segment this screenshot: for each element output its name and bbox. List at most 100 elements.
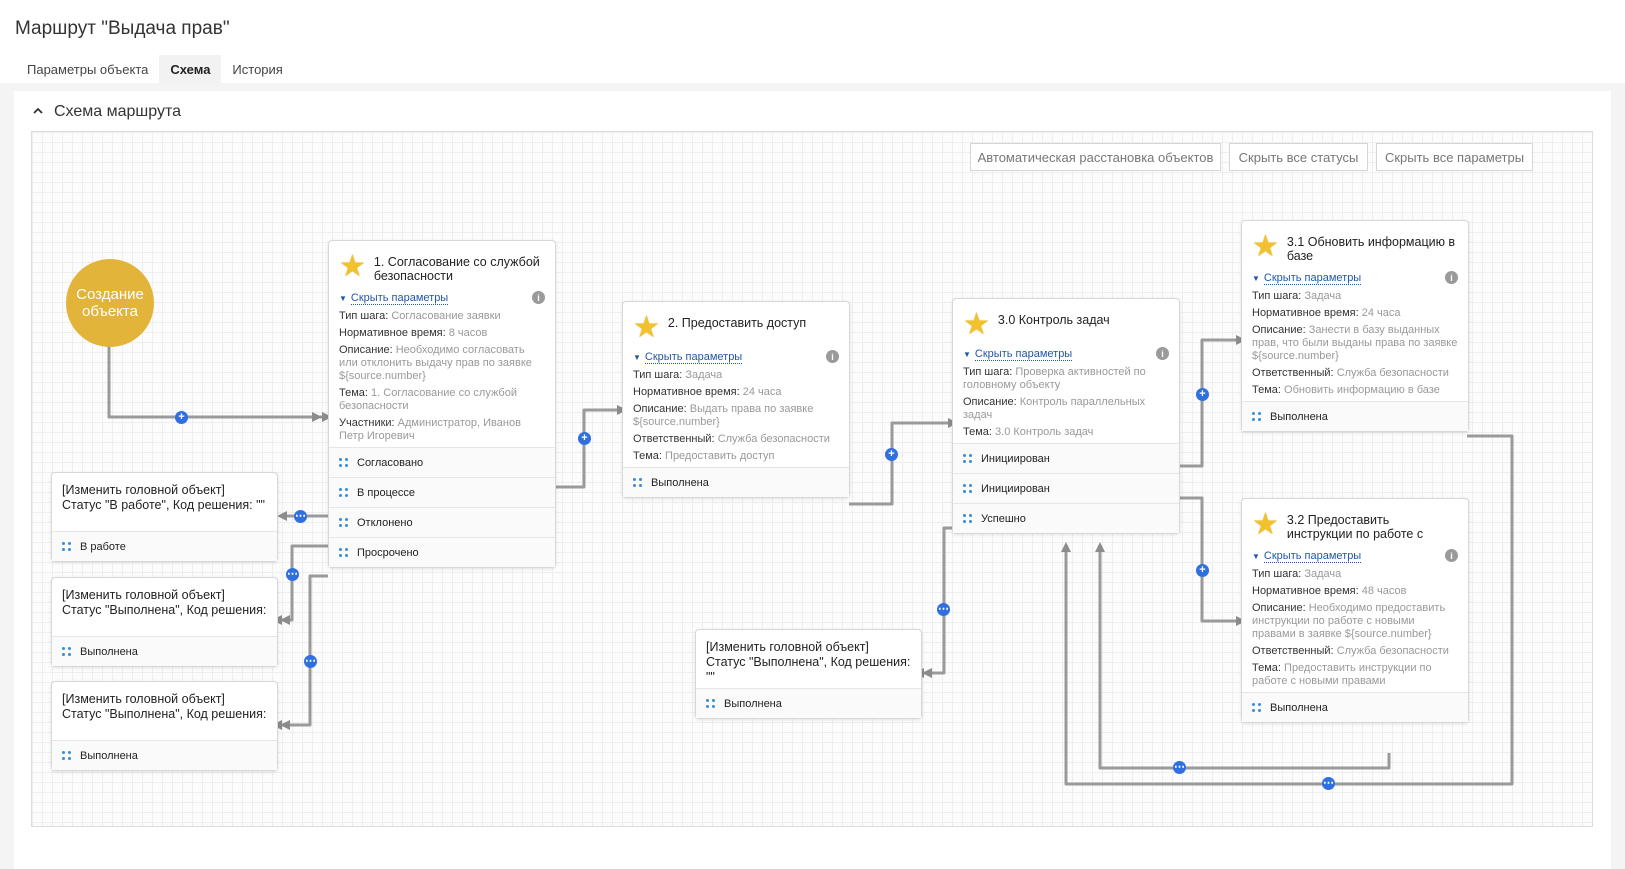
chevron-up-icon[interactable] [32, 105, 46, 120]
info-icon[interactable]: i [532, 291, 545, 304]
param-value: Задача [1304, 568, 1342, 580]
param-label: Тема: [963, 426, 992, 438]
hide-params-link[interactable]: Скрыть параметры [1263, 549, 1362, 563]
content-area: Схема маршрута Автоматическая расстановк… [0, 83, 1625, 869]
status-row[interactable]: Инициирован [953, 473, 1179, 503]
page-title: Маршрут "Выдача прав" [15, 18, 230, 39]
status-row[interactable]: Согласовано [329, 447, 555, 477]
param-label: Тип шага: [633, 369, 683, 381]
tab-history[interactable]: История [232, 62, 283, 77]
status-row[interactable]: Успешно [953, 503, 1179, 533]
status-row[interactable]: Выполнена [623, 467, 849, 497]
status-change-node[interactable]: [Изменить головной объект] Статус "В раб… [51, 472, 278, 562]
status-row[interactable]: Выполнена [696, 688, 921, 718]
hide-params-link[interactable]: Скрыть параметры [350, 291, 449, 305]
add-connection-icon[interactable]: + [885, 448, 898, 461]
caret-down-icon: ▼ [633, 352, 641, 362]
hide-params-link[interactable]: Скрыть параметры [974, 347, 1073, 361]
hide-statuses-button[interactable]: Скрыть все статусы [1229, 143, 1368, 171]
status-row[interactable]: Инициирован [953, 443, 1179, 473]
status-label: В процессе [357, 486, 415, 499]
caret-down-icon: ▼ [963, 349, 971, 359]
add-connection-icon[interactable]: + [1196, 564, 1209, 577]
caret-down-icon: ▼ [1252, 273, 1260, 283]
status-icon [339, 517, 349, 528]
status-icon [339, 487, 349, 498]
param-value: Проверка активностей по головному объект… [963, 366, 1146, 391]
param-label: Тема: [339, 387, 368, 399]
param-label: Ответственный: [1252, 367, 1334, 379]
step-node-3-0[interactable]: ★ 3.0 Контроль задач ▼Скрыть параметры i… [952, 298, 1180, 534]
info-icon[interactable]: i [826, 350, 839, 363]
status-label: Успешно [981, 512, 1026, 525]
param-value: Предоставить доступ [665, 450, 775, 462]
step-title: 3.1 Обновить информацию в базе [1286, 235, 1456, 263]
auto-layout-button[interactable]: Автоматическая расстановка объектов [970, 143, 1221, 171]
status-change-node[interactable]: [Изменить головной объект] Статус "Выпол… [695, 629, 922, 719]
status-label: Выполнена [1270, 701, 1328, 714]
route-canvas[interactable]: Автоматическая расстановка объектов Скры… [31, 131, 1593, 827]
status-change-node[interactable]: [Изменить головной объект] Статус "Выпол… [51, 681, 278, 771]
status-row[interactable]: Отклонено [329, 507, 555, 537]
hide-params-link[interactable]: Скрыть параметры [644, 350, 743, 364]
info-icon[interactable]: i [1445, 549, 1458, 562]
status-label: Выполнена [80, 749, 138, 762]
param-value: Служба безопасности [717, 433, 830, 445]
status-row[interactable]: Выполнена [1242, 401, 1468, 431]
tab-schema[interactable]: Схема [159, 55, 222, 83]
param-label: Тема: [633, 450, 662, 462]
star-icon: ★ [1252, 508, 1279, 541]
step-node-1[interactable]: ★ 1. Согласование со службой безопасност… [328, 240, 556, 568]
param-label: Описание: [1252, 602, 1306, 614]
step-title: 2. Предоставить доступ [667, 316, 807, 330]
param-label: Нормативное время: [1252, 307, 1359, 319]
param-value: Необходимо предоставить инструкции по ра… [1252, 602, 1446, 640]
status-label: В работе [80, 540, 126, 553]
schema-panel: Схема маршрута Автоматическая расстановк… [14, 91, 1611, 869]
status-icon [963, 513, 973, 524]
hide-params-link[interactable]: Скрыть параметры [1263, 271, 1362, 285]
status-icon [339, 457, 349, 468]
status-row[interactable]: Выполнена [1242, 692, 1468, 722]
add-connection-icon[interactable]: + [1196, 388, 1209, 401]
status-label: Выполнена [80, 645, 138, 658]
status-row[interactable]: Выполнена [52, 740, 277, 770]
param-value: 3.0 Контроль задач [995, 426, 1094, 438]
status-row[interactable]: В процессе [329, 477, 555, 507]
status-label: Инициирован [981, 482, 1050, 495]
add-connection-icon[interactable]: + [175, 411, 188, 424]
step-node-3-2[interactable]: ★ 3.2 Предоставить инструкции по работе … [1241, 498, 1469, 723]
param-value: Задача [685, 369, 723, 381]
status-icon [633, 477, 643, 488]
hide-params-button[interactable]: Скрыть все параметры [1376, 143, 1533, 171]
step-node-2[interactable]: ★ 2. Предоставить доступ ▼Скрыть парамет… [622, 301, 850, 498]
more-connection-icon[interactable]: ⋯ [937, 603, 950, 616]
param-value: Предоставить инструкции по работе с новы… [1252, 662, 1432, 687]
start-node[interactable]: Создание объекта [66, 259, 154, 347]
step-node-3-1[interactable]: ★ 3.1 Обновить информацию в базе ▼Скрыть… [1241, 220, 1469, 432]
param-value: Служба безопасности [1336, 645, 1449, 657]
section-header[interactable]: Схема маршрута [32, 103, 181, 121]
status-label: Отклонено [357, 516, 413, 529]
star-icon: ★ [963, 308, 990, 341]
param-label: Тема: [1252, 662, 1281, 674]
status-row[interactable]: В работе [52, 531, 277, 561]
status-row[interactable]: Просрочено [329, 537, 555, 567]
status-icon [1252, 702, 1262, 713]
tab-object-params[interactable]: Параметры объекта [27, 62, 149, 77]
status-row[interactable]: Выполнена [52, 636, 277, 666]
info-icon[interactable]: i [1156, 347, 1169, 360]
param-value: 24 часа [1361, 307, 1401, 319]
more-connection-icon[interactable]: ⋯ [1173, 761, 1186, 774]
status-icon [62, 646, 72, 657]
status-change-node[interactable]: [Изменить головной объект] Статус "Выпол… [51, 577, 278, 667]
param-value: Обновить информацию в базе [1284, 384, 1440, 396]
info-icon[interactable]: i [1445, 271, 1458, 284]
more-connection-icon[interactable]: ⋯ [294, 510, 307, 523]
add-connection-icon[interactable]: + [578, 432, 591, 445]
more-connection-icon[interactable]: ⋯ [1322, 777, 1335, 790]
caret-down-icon: ▼ [339, 293, 347, 303]
more-connection-icon[interactable]: ⋯ [304, 655, 317, 668]
more-connection-icon[interactable]: ⋯ [286, 568, 299, 581]
status-label: Просрочено [357, 546, 419, 559]
